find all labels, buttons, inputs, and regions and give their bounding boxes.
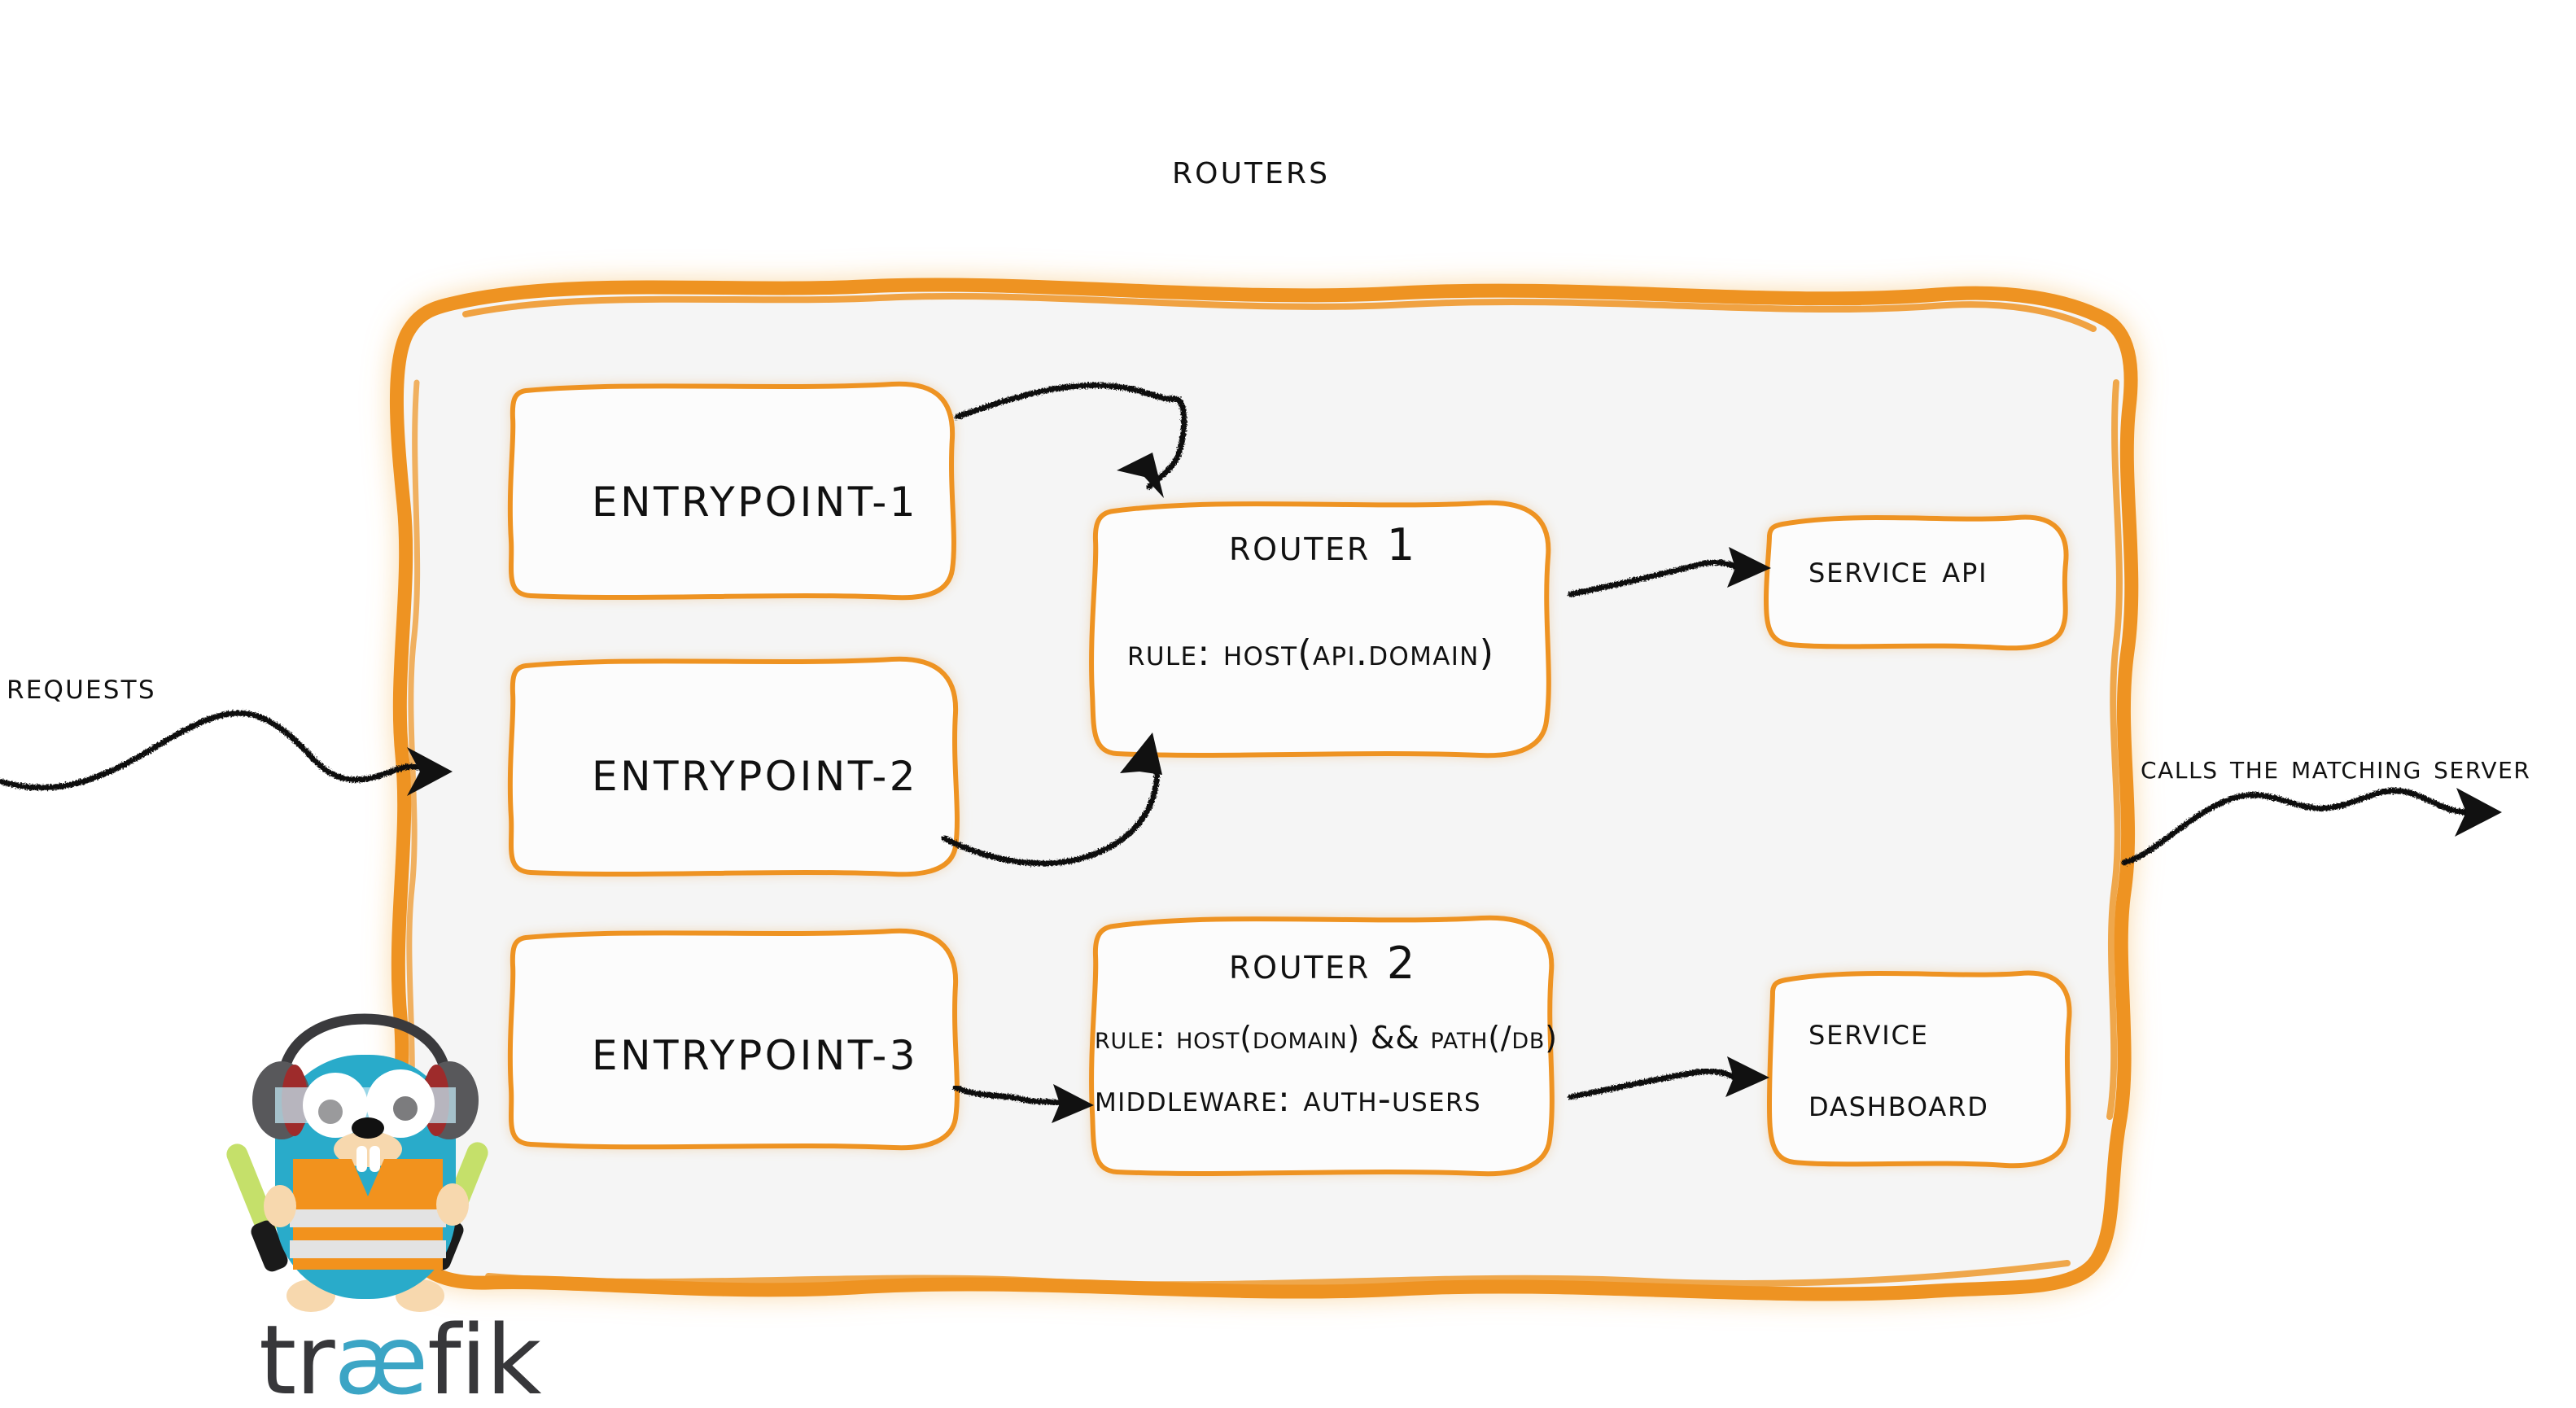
- traefik-wordmark: træfik: [259, 1312, 541, 1408]
- requests-label: Requests: [7, 666, 156, 707]
- calls-matching-server-label: Calls the matching server: [2141, 749, 2531, 786]
- router1-to-service-api-arrow: [1568, 547, 1771, 597]
- router-2-middleware: Middleware: auth-users: [1095, 1078, 1481, 1120]
- entrypoint-1-box[interactable]: [507, 381, 956, 601]
- entrypoint-3-box[interactable]: [507, 928, 960, 1151]
- page-title: Routers: [1172, 145, 1331, 194]
- router-2-rule: rule: Host(domain) && Path(/db): [1095, 1020, 1558, 1056]
- router-1-rule: rule: Host(api.domain): [1127, 632, 1495, 674]
- entrypoint2-to-router1-arrow: [941, 732, 1162, 867]
- service-api-label: Service API: [1808, 547, 1988, 591]
- wordmark-ae-ligature: æ: [334, 1304, 428, 1408]
- traefik-gopher-logo: [226, 1013, 488, 1312]
- router-2-title: Router 2: [1229, 938, 1417, 989]
- router2-to-service-dashboard-arrow: [1568, 1056, 1769, 1100]
- router-2-box[interactable]: [1089, 915, 1555, 1177]
- router-1-box[interactable]: [1089, 500, 1551, 759]
- entrypoint3-to-router2-arrow: [952, 1084, 1094, 1123]
- entrypoint-2-label: entrypoint-2: [592, 753, 919, 800]
- service-dashboard-box[interactable]: [1767, 970, 2072, 1169]
- entrypoint-2-box[interactable]: [507, 656, 960, 877]
- router-1-title: Router 1: [1229, 519, 1417, 571]
- entrypoint1-to-router1-arrow: [954, 383, 1187, 498]
- wand-left-icon: [226, 1143, 288, 1272]
- service-dashboard-label-line2: Dashboard: [1808, 1081, 1989, 1125]
- calls-matching-server-arrow: [2121, 788, 2502, 866]
- requests-arrow: [0, 710, 453, 796]
- wordmark-part-fik: fik: [427, 1304, 541, 1408]
- service-dashboard-label-line1: Service: [1808, 1009, 1929, 1053]
- entrypoint-3-label: entrypoint-3: [592, 1032, 919, 1079]
- wordmark-part-tr: tr: [259, 1304, 335, 1408]
- service-api-box[interactable]: [1764, 514, 2069, 651]
- entrypoint-1-label: entrypoint-1: [592, 479, 919, 526]
